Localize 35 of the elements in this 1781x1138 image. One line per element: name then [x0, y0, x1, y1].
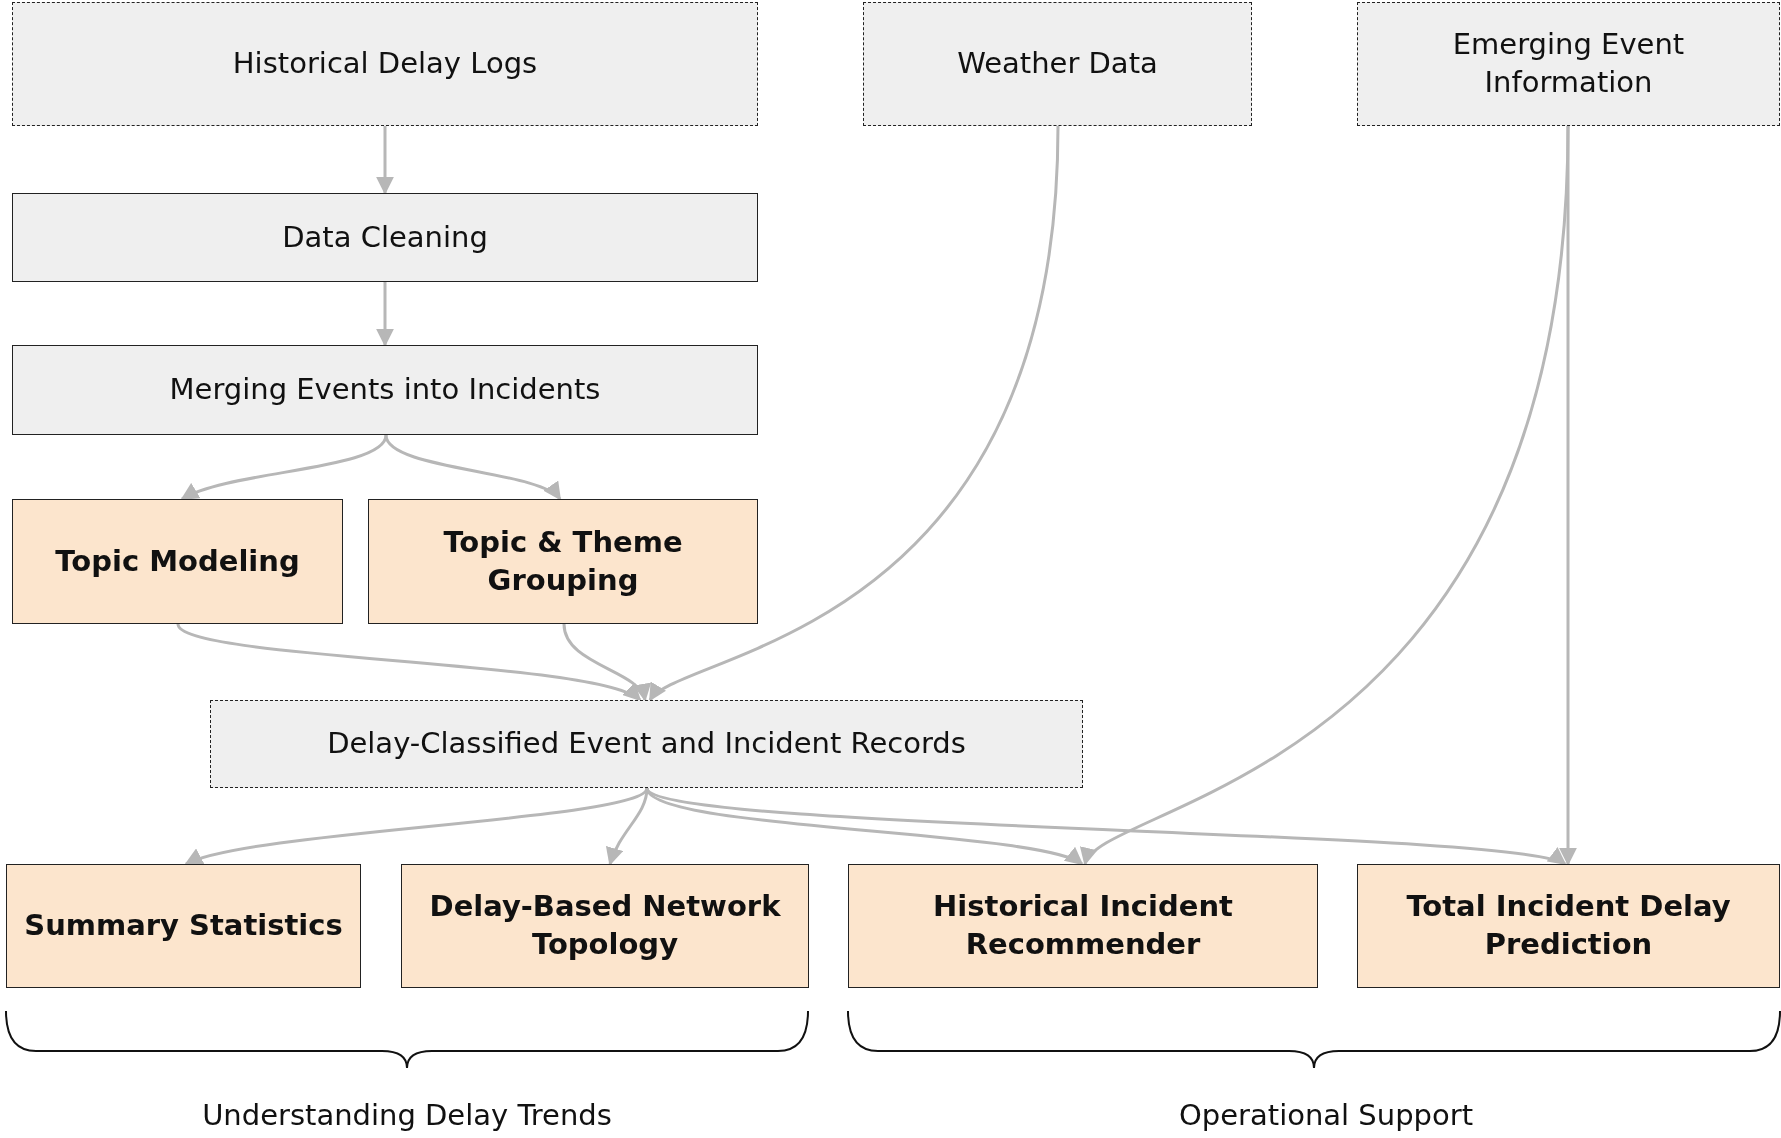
arrow [376, 282, 394, 347]
group-label: Understanding Delay Trends [202, 1098, 612, 1132]
data-source-box [210, 700, 1083, 788]
arrow [376, 126, 394, 195]
node-label: Topic & Theme Grouping [442, 523, 684, 599]
node-label: Weather Data [957, 45, 1158, 83]
process-box [12, 345, 758, 435]
arrow [1559, 126, 1577, 866]
group-label: Operational Support [1179, 1098, 1473, 1132]
analysis-box [368, 499, 758, 624]
data-source-box [1357, 2, 1780, 126]
arrow [180, 434, 388, 501]
data-source-box [12, 2, 758, 126]
analysis-box [848, 864, 1318, 988]
node-label: Data Cleaning [282, 218, 488, 256]
node-label: Summary Statistics [24, 907, 343, 945]
arrow [384, 434, 562, 501]
arrow [176, 622, 642, 702]
analysis-box [6, 864, 361, 988]
node-label: Delay-Based Network Topology [428, 888, 782, 963]
arrow [648, 125, 1060, 702]
analysis-box [12, 499, 343, 624]
arrow [562, 623, 648, 702]
node-label: Delay-Classified Event and Incident Records [327, 725, 966, 763]
process-box [12, 193, 758, 282]
arrow [1083, 125, 1570, 866]
node-label: Merging Events into Incidents [169, 371, 601, 409]
analysis-box [1357, 864, 1780, 988]
node-label: Total Incident Delay Prediction [1405, 888, 1732, 963]
analysis-box [401, 864, 809, 988]
node-label: Emerging Event Information [1451, 26, 1686, 101]
node-label: Topic Modeling [55, 542, 300, 580]
node-label: Historical Incident Recommender [932, 888, 1234, 963]
node-label: Historical Delay Logs [232, 45, 538, 83]
data-source-box [863, 2, 1252, 126]
